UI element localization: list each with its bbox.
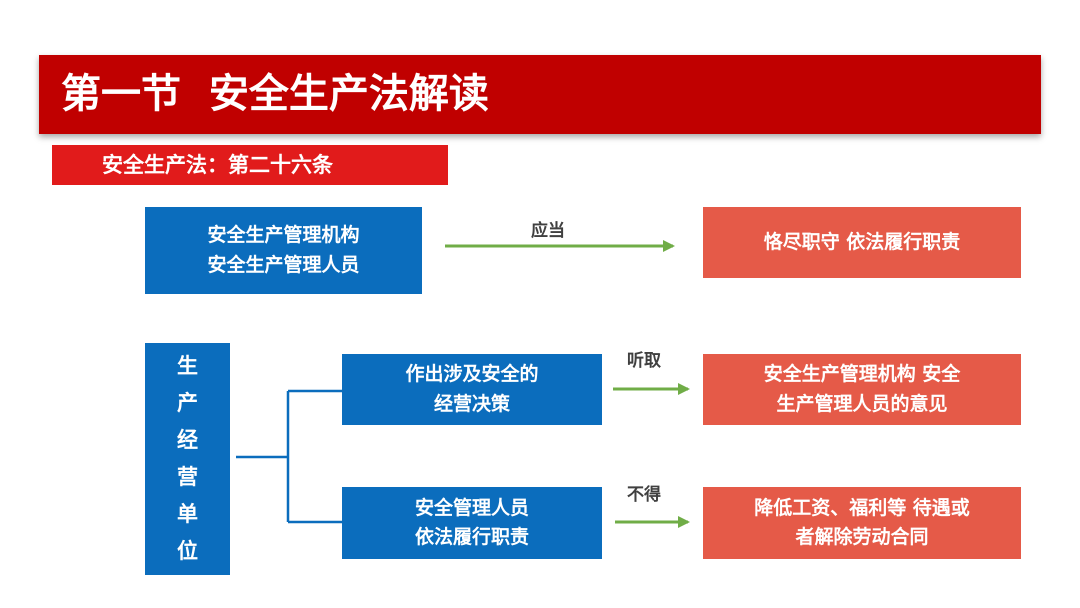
unit-char: 单 bbox=[177, 502, 198, 526]
subtitle-banner: 安全生产法：第二十六条 bbox=[52, 145, 448, 185]
bracket-connector bbox=[236, 389, 343, 524]
page-title: 第一节 安全生产法解读 bbox=[61, 71, 489, 117]
unit-char: 生 bbox=[177, 354, 198, 378]
row1-source-line-1: 安全生产管理机构 bbox=[207, 224, 360, 247]
branch2-relation-label: 不得 bbox=[627, 485, 661, 505]
row1-target-box: 恪尽职守 依法履行职责 bbox=[703, 207, 1021, 278]
row1-relation-label: 应当 bbox=[531, 221, 565, 241]
title-banner: 第一节 安全生产法解读 bbox=[39, 55, 1041, 134]
branch1-action-line-2: 经营决策 bbox=[433, 392, 510, 415]
unit-box: 生 产 经 营 单 位 bbox=[145, 343, 230, 575]
branch2-target-line-2: 者解除劳动合同 bbox=[795, 526, 929, 548]
branch2-target-line-1: 降低工资、福利等 待遇或 bbox=[754, 496, 970, 519]
row1-source-line-2: 安全生产管理人员 bbox=[207, 253, 360, 276]
branch2-action-line-1: 安全管理人员 bbox=[414, 496, 529, 519]
unit-char: 产 bbox=[177, 391, 198, 415]
branch2-target-box: 降低工资、福利等 待遇或 者解除劳动合同 bbox=[703, 487, 1021, 559]
row1-target-text: 恪尽职守 依法履行职责 bbox=[763, 230, 961, 253]
unit-char: 营 bbox=[177, 465, 198, 489]
branch1-target-box: 安全生产管理机构 安全 生产管理人员的意见 bbox=[703, 354, 1021, 425]
branch1-relation-label: 听取 bbox=[627, 351, 661, 371]
branch1-target-line-1: 安全生产管理机构 安全 bbox=[763, 363, 961, 386]
row1-source-box: 安全生产管理机构 安全生产管理人员 bbox=[145, 207, 422, 294]
branch1-action-line-1: 作出涉及安全的 bbox=[405, 363, 539, 386]
page-subtitle: 安全生产法：第二十六条 bbox=[102, 153, 333, 177]
branch1-target-line-2: 生产管理人员的意见 bbox=[776, 392, 948, 415]
branch2-action-line-2: 依法履行职责 bbox=[414, 526, 529, 548]
branch2-action-box: 安全管理人员 依法履行职责 bbox=[342, 487, 602, 559]
branch1-action-box: 作出涉及安全的 经营决策 bbox=[342, 354, 602, 425]
unit-char: 位 bbox=[177, 539, 198, 563]
unit-char: 经 bbox=[177, 428, 198, 452]
